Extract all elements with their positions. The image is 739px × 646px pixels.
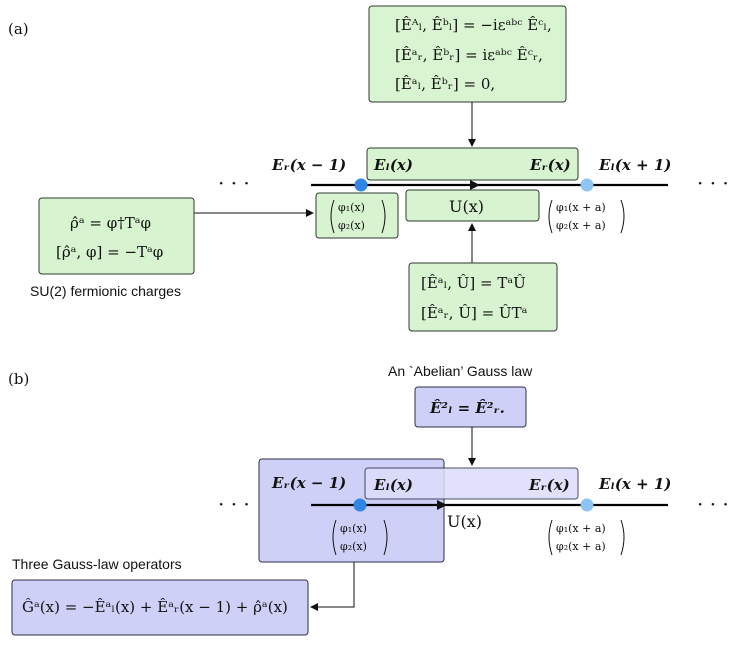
spinor-right-paren-r-a <box>620 199 625 234</box>
spinor-left-paren-l-a <box>330 199 335 234</box>
u-commutator-L: [Êᵃₗ, Û] = TᵃÛ <box>421 274 526 292</box>
EL-right-a: Eₗ(x + 1) <box>598 156 671 174</box>
ellipsis-right-b: · · · <box>697 492 729 516</box>
abelian-gauss-box: Ê²ₗ = Ê²ᵣ. <box>414 386 527 428</box>
spinor-right-paren-l-b <box>548 519 553 556</box>
link-U-a: U(x) <box>449 197 484 216</box>
panel-b-label: (b) <box>8 370 29 388</box>
link-EL-a: Eₗ(x) <box>373 156 413 174</box>
EL-right-b: Eₗ(x + 1) <box>598 475 671 493</box>
spinor-left-phi1-b: φ₁(x) <box>340 522 367 535</box>
link-ER-a: Eᵣ(x) <box>529 156 571 174</box>
gauss-operator-box: Ĝᵃ(x) = −Êᵃₗ(x) + Êᵃᵣ(x − 1) + ρ̂ᵃ(x) <box>11 579 309 636</box>
link-ER-b: Eᵣ(x) <box>528 476 570 494</box>
link-U-b: U(x) <box>447 512 482 531</box>
spinor-left-phi2-a: φ₂(x) <box>338 219 365 232</box>
spinor-right-paren-l-a <box>548 199 553 234</box>
link-EL-b: Eₗ(x) <box>373 476 413 494</box>
spinor-right-phi2-a: φ₂(x + a) <box>556 219 606 232</box>
link-U-box-a: U(x) <box>405 189 540 222</box>
spinor-right-phi1-b: φ₁(x + a) <box>556 522 606 535</box>
link-direction-arrow-b <box>437 500 447 510</box>
spinor-right-phi2-b: φ₂(x + a) <box>556 540 606 553</box>
ellipsis-left-a: · · · <box>218 171 250 195</box>
commutator-LR: [Êᵃₗ, Êᵇᵣ] = 0, <box>395 75 495 93</box>
spinor-right-b: φ₁(x + a) φ₂(x + a) <box>548 519 625 556</box>
spinor-right-phi1-a: φ₁(x + a) <box>556 201 606 214</box>
site-x-a <box>354 178 368 192</box>
abelian-eq: Ê²ₗ = Ê²ᵣ. <box>429 399 505 417</box>
u-commutator-box: [Êᵃₗ, Û] = TᵃÛ [Êᵃᵣ, Û] = ÛTᵃ <box>408 262 558 332</box>
ER-left-b: Eᵣ(x − 1) <box>271 474 346 492</box>
spinor-right-a: φ₁(x + a) φ₂(x + a) <box>548 199 625 234</box>
site-x-plus-a-a <box>580 178 594 192</box>
link-direction-arrow-a <box>470 180 480 190</box>
commutator-LL: [Êᴬₗ, Êᵇₗ] = −iεᵃᵇᶜ Êᶜₗ, <box>395 16 552 34</box>
ER-left-a: Eᵣ(x − 1) <box>271 156 346 174</box>
spinor-left-box-a: φ₁(x) φ₂(x) <box>315 192 399 239</box>
abelian-caption: An `Abelian’ Gauss law <box>388 363 533 379</box>
spinor-left-paren-r-b <box>383 519 388 556</box>
link-electric-box-a: Eₗ(x) Eᵣ(x) <box>366 147 579 181</box>
link-electric-box-b <box>364 467 579 500</box>
spinor-left-paren-l-b <box>332 519 337 556</box>
panel-a-label: (a) <box>8 20 29 38</box>
fermionic-charge-box: ρ̂ᵃ = φ†Tᵃφ [ρ̂ᵃ, φ] = −Tᵃφ <box>38 197 195 275</box>
spinor-left-b: φ₁(x) φ₂(x) <box>332 519 388 556</box>
charge-eq-1: ρ̂ᵃ = φ†Tᵃφ <box>70 214 151 232</box>
spinor-left-paren-r-a <box>381 199 386 234</box>
ellipsis-right-a: · · · <box>697 171 729 195</box>
site-x-plus-a-b <box>580 498 594 512</box>
spinor-left-phi1-a: φ₁(x) <box>338 201 365 214</box>
ellipsis-left-b: · · · <box>218 492 250 516</box>
arrow-site-to-gauss <box>310 562 355 611</box>
spinor-right-paren-r-b <box>620 519 625 556</box>
gauss-eq: Ĝᵃ(x) = −Êᵃₗ(x) + Êᵃᵣ(x − 1) + ρ̂ᵃ(x) <box>22 598 288 616</box>
site-x-b <box>353 498 367 512</box>
u-commutator-R: [Êᵃᵣ, Û] = ÛTᵃ <box>421 304 528 322</box>
commutator-RR: [Êᵃᵣ, Êᵇᵣ] = iεᵃᵇᶜ Êᶜᵣ, <box>395 46 543 64</box>
charge-eq-2: [ρ̂ᵃ, φ] = −Tᵃφ <box>56 243 163 261</box>
spinor-left-phi2-b: φ₂(x) <box>340 540 367 553</box>
charge-caption: SU(2) fermionic charges <box>30 283 181 299</box>
su2-commutator-box: [Êᴬₗ, Êᵇₗ] = −iεᵃᵇᶜ Êᶜₗ, [Êᵃᵣ, Êᵇᵣ] = iε… <box>368 5 567 103</box>
gauss-caption: Three Gauss-law operators <box>12 556 182 572</box>
